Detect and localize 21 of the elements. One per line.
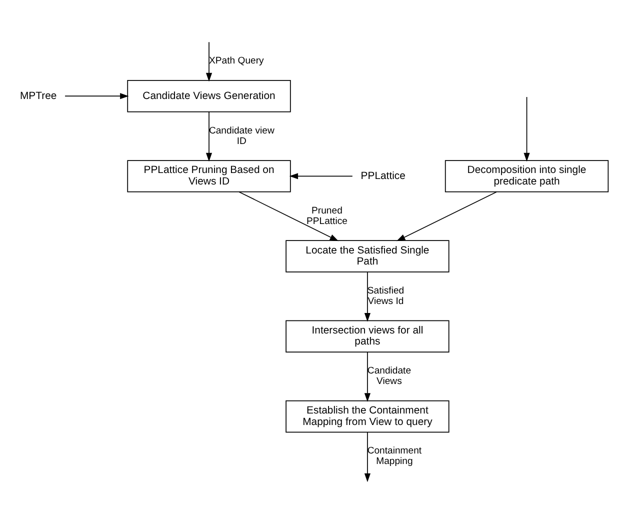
arrow [238, 192, 339, 242]
node-text: PPLattice [360, 170, 406, 182]
node-box: Candidate Views Generation [127, 80, 291, 112]
arrow [206, 112, 212, 162]
node-text: MPTree [20, 90, 57, 102]
node-box: Intersection views for all paths [286, 320, 450, 352]
arrow [364, 352, 370, 402]
arrow [289, 173, 353, 180]
arrow [64, 93, 129, 100]
arrow [364, 432, 370, 482]
edge-label: Pruned PPLattice [306, 205, 348, 227]
arrow [524, 96, 530, 162]
node-box: Establish the Containment Mapping from View to query [286, 400, 450, 433]
node-box: Locate the Satisfied Single Path [286, 240, 450, 272]
arrow [396, 192, 497, 242]
arrow [364, 272, 370, 322]
node-box: PPLattice Pruning Based on Views ID [127, 160, 291, 192]
arrow [206, 42, 212, 82]
node-box: Decomposition into single predicate path [444, 160, 609, 192]
edge-label: Candidate view ID [208, 125, 274, 147]
edge-label: Satisfied Views Id [367, 286, 404, 307]
